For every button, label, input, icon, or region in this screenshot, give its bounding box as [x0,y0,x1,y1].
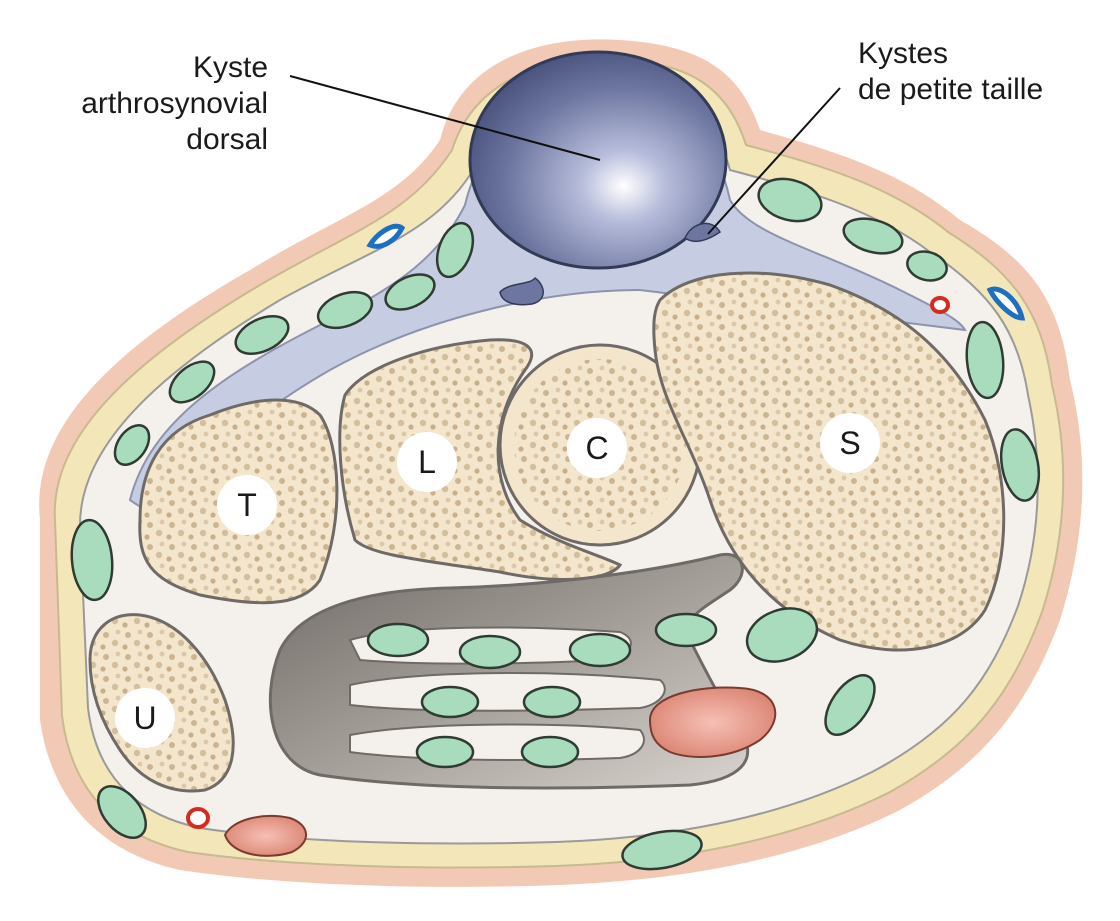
tunnel-septum [350,725,644,760]
callout-dorsal-ganglion-cyst: Kyste arthrosynovial dorsal [81,50,268,158]
bone-label-c: C [567,418,627,478]
bone-label-l: L [397,432,457,492]
bone-label-t: T [217,475,277,535]
tendon [417,737,473,767]
tendon [460,636,520,668]
bone-label-t-text: T [237,487,257,523]
callout-line-2: de petite taille [858,72,1043,108]
tendon [522,737,578,767]
bone-label-s: S [820,413,880,473]
callout-line-1: Kyste [81,50,268,86]
tendon [368,624,428,656]
bone-label-u-text: U [133,700,156,736]
tendon [570,634,630,666]
bone-label-c-text: C [585,430,608,466]
artery-ulnar [188,809,208,827]
tendon [524,687,580,717]
callout-line-3: dorsal [81,122,268,158]
artery-dorsal [932,298,948,312]
bone-label-s-text: S [839,425,860,461]
tendon [422,687,478,717]
bone-label-l-text: L [418,444,436,480]
callout-line-1: Kystes [858,36,1043,72]
tendon [656,614,716,646]
callout-line-2: arthrosynovial [81,86,268,122]
callout-small-cysts: Kystes de petite taille [858,36,1043,108]
bone-label-u: U [115,688,175,748]
tunnel-septum [350,673,665,711]
